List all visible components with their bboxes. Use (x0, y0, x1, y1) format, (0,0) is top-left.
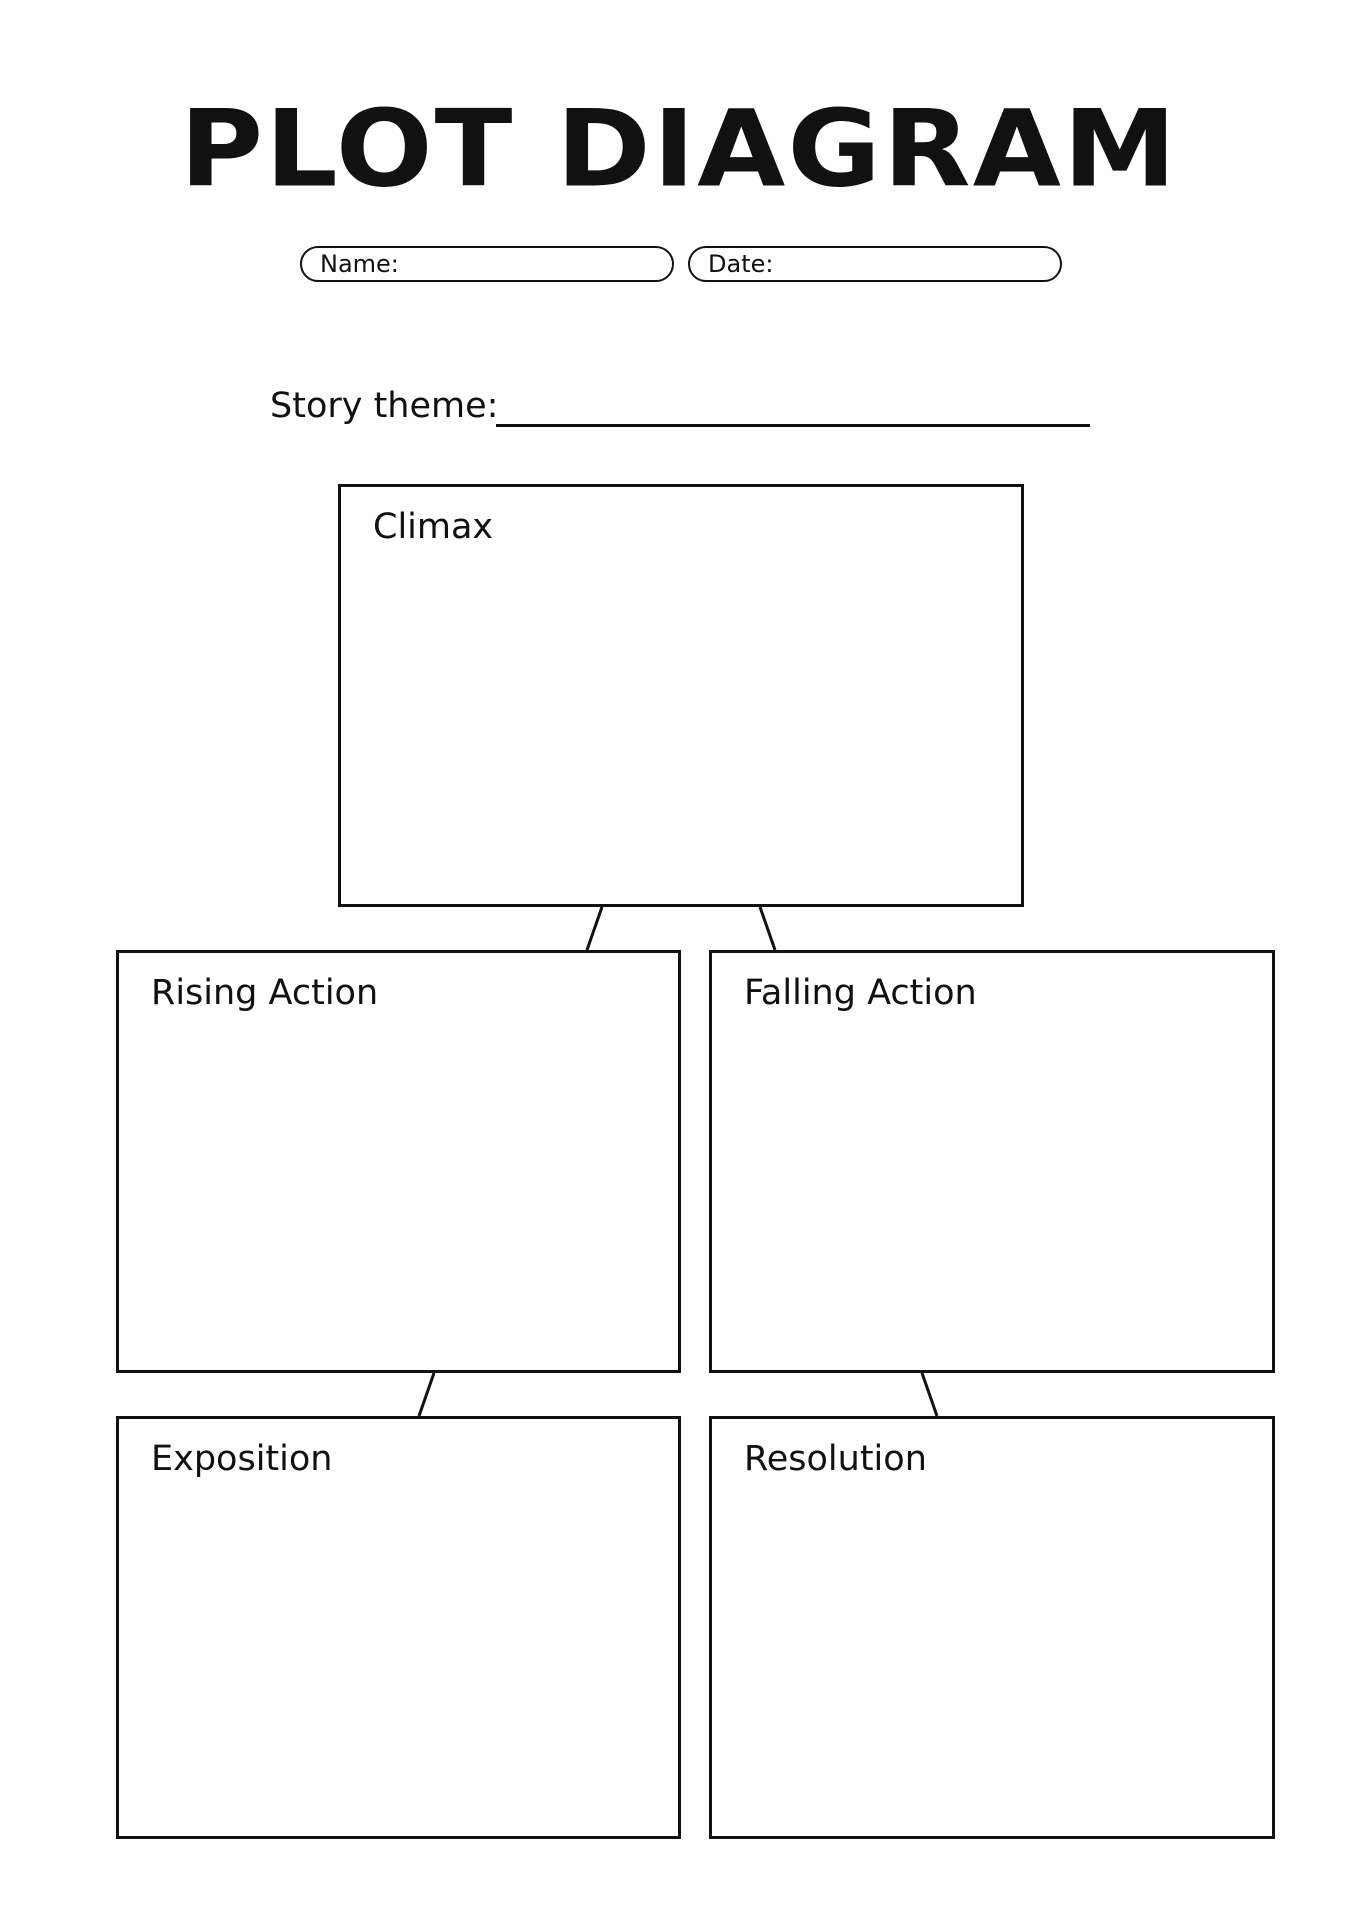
resolution-label: Resolution (744, 1439, 927, 1479)
name-label: Name: (320, 250, 399, 278)
name-field[interactable]: Name: (300, 246, 674, 282)
rising-action-label: Rising Action (151, 973, 379, 1013)
climax-label: Climax (373, 507, 494, 547)
page-title: PLOT DIAGRAM (179, 86, 1179, 211)
date-label: Date: (708, 250, 774, 278)
connector-falling-resolution (920, 1372, 939, 1417)
date-field[interactable]: Date: (688, 246, 1062, 282)
connector-climax-falling (758, 906, 777, 951)
falling-action-box[interactable]: Falling Action (709, 950, 1275, 1373)
rising-action-box[interactable]: Rising Action (116, 950, 681, 1373)
resolution-box[interactable]: Resolution (709, 1416, 1275, 1839)
exposition-label: Exposition (151, 1439, 333, 1479)
story-theme-line[interactable] (496, 424, 1090, 427)
connector-climax-rising (585, 906, 604, 951)
connector-rising-exposition (417, 1372, 436, 1417)
climax-box[interactable]: Climax (338, 484, 1024, 907)
falling-action-label: Falling Action (744, 973, 977, 1013)
story-theme-label: Story theme: (270, 386, 499, 426)
exposition-box[interactable]: Exposition (116, 1416, 681, 1839)
